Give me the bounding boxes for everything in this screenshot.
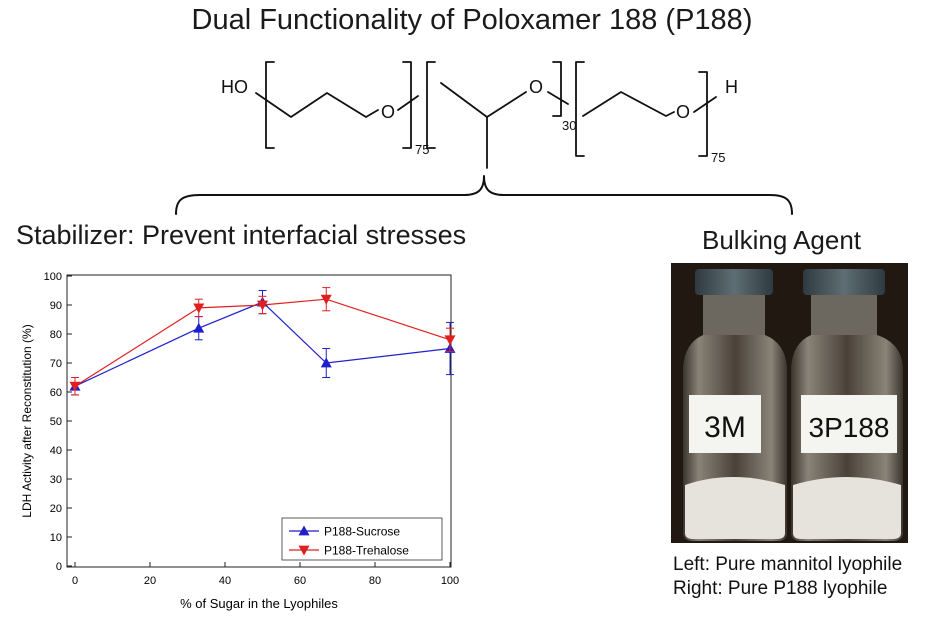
h-label: H xyxy=(725,77,738,97)
data-point xyxy=(193,303,205,314)
y-tick-label: 30 xyxy=(50,474,62,486)
vials-photo: 3M 3P188 xyxy=(671,263,908,543)
o2-label: O xyxy=(529,77,543,97)
right-vial-label xyxy=(801,395,897,453)
right-vial-cake xyxy=(793,477,901,539)
bracket-2-open xyxy=(426,61,436,149)
stabilizer-heading: Stabilizer: Prevent interfacial stresses xyxy=(16,220,467,250)
x-tick-label: 80 xyxy=(369,575,381,587)
y-tick-label: 10 xyxy=(50,532,62,544)
peo-chain-1 xyxy=(255,92,379,118)
o1-to-bracket-bond xyxy=(397,95,419,111)
x-tick-label: 0 xyxy=(72,575,78,587)
legend-label: P188-Trehalose xyxy=(324,544,409,558)
left-vial-label xyxy=(689,395,761,453)
y-tick-label: 80 xyxy=(50,329,62,341)
ho-label: HO xyxy=(221,77,248,97)
figure-title: Dual Functionality of Poloxamer 188 (P18… xyxy=(191,4,753,36)
data-point xyxy=(257,300,268,311)
bulking-agent-heading: Bulking Agent xyxy=(702,225,862,255)
y-tick-label: 50 xyxy=(50,416,62,428)
bracket-3-close xyxy=(698,71,708,157)
left-vial-label-text: 3M xyxy=(704,411,746,444)
o3-to-h-bond xyxy=(693,96,717,113)
series-line xyxy=(74,301,451,387)
right-vial-label-text: 3P188 xyxy=(809,412,890,443)
bracket-3-open xyxy=(575,61,585,157)
right-vial: 3P188 xyxy=(791,269,903,541)
p188-structure-diagram: HO O O O H 75 30 75 xyxy=(175,61,793,215)
y-tick-label: 100 xyxy=(44,271,62,283)
y-tick-label: 70 xyxy=(50,358,62,370)
o3-label: O xyxy=(676,102,690,122)
bracket-1-open xyxy=(265,61,275,149)
o2-to-bracket-bond xyxy=(547,91,569,105)
y-tick-label: 90 xyxy=(50,300,62,312)
curly-brace xyxy=(175,175,793,215)
x-tick-label: 100 xyxy=(441,575,459,587)
data-point xyxy=(444,335,456,346)
peo-chain-2 xyxy=(582,91,675,117)
y-axis-label: LDH Activity after Reconstitution (%) xyxy=(20,324,34,517)
y-tick-label: 0 xyxy=(56,561,62,573)
legend-label: P188-Sucrose xyxy=(324,525,400,539)
x-tick-label: 60 xyxy=(294,575,306,587)
y-tick-label: 40 xyxy=(50,445,62,457)
photo-caption-right: Right: Pure P188 lyophile xyxy=(673,578,888,599)
legend-marker xyxy=(298,525,310,536)
ppo-chain xyxy=(440,82,527,118)
data-point xyxy=(193,322,205,333)
series-p188-trehalose xyxy=(69,287,456,396)
vials-illustration: 3M 3P188 xyxy=(671,263,908,543)
y-tick-label: 20 xyxy=(50,503,62,515)
ldh-activity-chart: 0 10 20 30 40 50 60 70 80 90 100 0 20 40 60 80 100 % of… xyxy=(20,271,459,611)
left-vial: 3M xyxy=(683,269,787,541)
subscript-n1: 75 xyxy=(415,142,429,157)
subscript-n3: 75 xyxy=(711,150,725,165)
photo-caption-left: Left: Pure mannitol lyophile xyxy=(673,554,903,575)
data-point xyxy=(320,294,332,305)
data-point xyxy=(320,357,332,368)
subscript-n2: 30 xyxy=(562,118,576,133)
bracket-1-close xyxy=(402,61,412,149)
y-tick-label: 60 xyxy=(50,387,62,399)
x-tick-label: 40 xyxy=(219,575,231,587)
x-axis-label: % of Sugar in the Lyophiles xyxy=(180,596,338,611)
left-vial-cake xyxy=(685,477,785,539)
data-point xyxy=(69,381,81,392)
bracket-2-close xyxy=(552,61,562,117)
legend-marker xyxy=(298,545,310,556)
o1-label: O xyxy=(381,102,395,122)
x-tick-label: 20 xyxy=(144,575,156,587)
